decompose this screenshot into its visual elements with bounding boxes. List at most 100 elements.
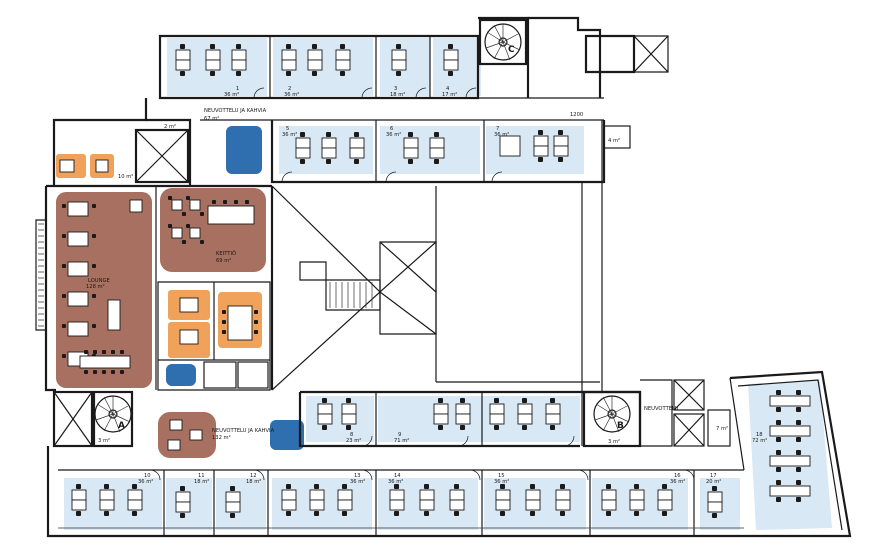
chair (342, 511, 347, 516)
desk (321, 137, 337, 149)
room-11-number: 11 (198, 473, 205, 479)
lounge-name: LOUNGE (88, 278, 110, 284)
chair (182, 212, 186, 216)
small-area-7: 7 m² (716, 426, 728, 432)
desk (175, 491, 191, 503)
chair (776, 450, 781, 455)
desk (433, 413, 449, 425)
desk (433, 403, 449, 415)
desk (307, 59, 323, 71)
chair (168, 224, 172, 228)
room-15-number: 15 (498, 473, 505, 479)
desk (769, 455, 811, 467)
chair (394, 511, 399, 516)
room-5-area: 36 m² (282, 132, 297, 138)
desk (225, 501, 241, 513)
room-9-number: 9 (398, 432, 401, 438)
desk (231, 49, 247, 61)
room-6-number: 6 (390, 126, 393, 132)
desk (391, 59, 407, 71)
chair (712, 513, 717, 518)
chair (448, 71, 453, 76)
chair (62, 294, 66, 298)
lounge-area: 128 m² (86, 284, 105, 290)
room-15-area: 36 m² (494, 479, 509, 485)
chair (538, 130, 543, 135)
desk (455, 403, 471, 415)
room-12-number: 12 (250, 473, 257, 479)
desk (489, 413, 505, 425)
desk (67, 261, 89, 277)
desk (533, 145, 549, 157)
chair (550, 425, 555, 430)
chair (186, 196, 190, 200)
chair (312, 71, 317, 76)
chair (102, 350, 106, 354)
desk (107, 299, 121, 331)
room-16-area: 36 m² (670, 479, 685, 485)
desk (335, 59, 351, 71)
room-13-number: 13 (354, 473, 361, 479)
chair (286, 511, 291, 516)
chair (796, 390, 801, 395)
office-room-fills (64, 38, 832, 530)
desk (419, 499, 435, 511)
chair (230, 486, 235, 491)
chair (322, 425, 327, 430)
room-3-number: 3 (394, 86, 397, 92)
chair (434, 132, 439, 137)
chair (500, 511, 505, 516)
chair (776, 480, 781, 485)
desk (175, 59, 191, 71)
room-18-area: 72 m² (752, 438, 767, 444)
room-8-number: 8 (350, 432, 353, 438)
chair (222, 330, 226, 334)
desk (295, 147, 311, 159)
desk (341, 413, 357, 425)
desk (169, 419, 183, 431)
desk (553, 145, 569, 157)
small-area-3b: 3 m² (608, 439, 620, 445)
chair (234, 200, 238, 204)
chair (712, 486, 717, 491)
desk (389, 499, 405, 511)
desk (79, 355, 131, 369)
chair (300, 132, 305, 137)
desk (341, 403, 357, 415)
desk (307, 49, 323, 61)
desk (71, 489, 87, 501)
desk (207, 205, 255, 225)
desk (443, 59, 459, 71)
chair (300, 159, 305, 164)
room-18-number: 18 (756, 432, 763, 438)
desk (309, 489, 325, 501)
desk (553, 135, 569, 147)
chair (132, 511, 137, 516)
desk (429, 147, 445, 159)
stair-c: C (478, 18, 528, 66)
chair (796, 480, 801, 485)
desk (601, 489, 617, 501)
chair (662, 484, 667, 489)
chair (424, 511, 429, 516)
desk (455, 413, 471, 425)
chair (424, 484, 429, 489)
room-1-area: 36 m² (224, 92, 239, 98)
desk (309, 499, 325, 511)
chair (606, 484, 611, 489)
desk (769, 395, 811, 407)
chair (254, 320, 258, 324)
desk (525, 489, 541, 501)
chair (396, 71, 401, 76)
desk (629, 499, 645, 511)
chair (222, 320, 226, 324)
room-12-area: 18 m² (246, 479, 261, 485)
chair (200, 240, 204, 244)
desk (657, 489, 673, 501)
desk (281, 489, 297, 501)
room-4-area: 17 m² (442, 92, 457, 98)
desk (189, 199, 201, 211)
chair (448, 44, 453, 49)
stair-b: B (593, 395, 631, 433)
